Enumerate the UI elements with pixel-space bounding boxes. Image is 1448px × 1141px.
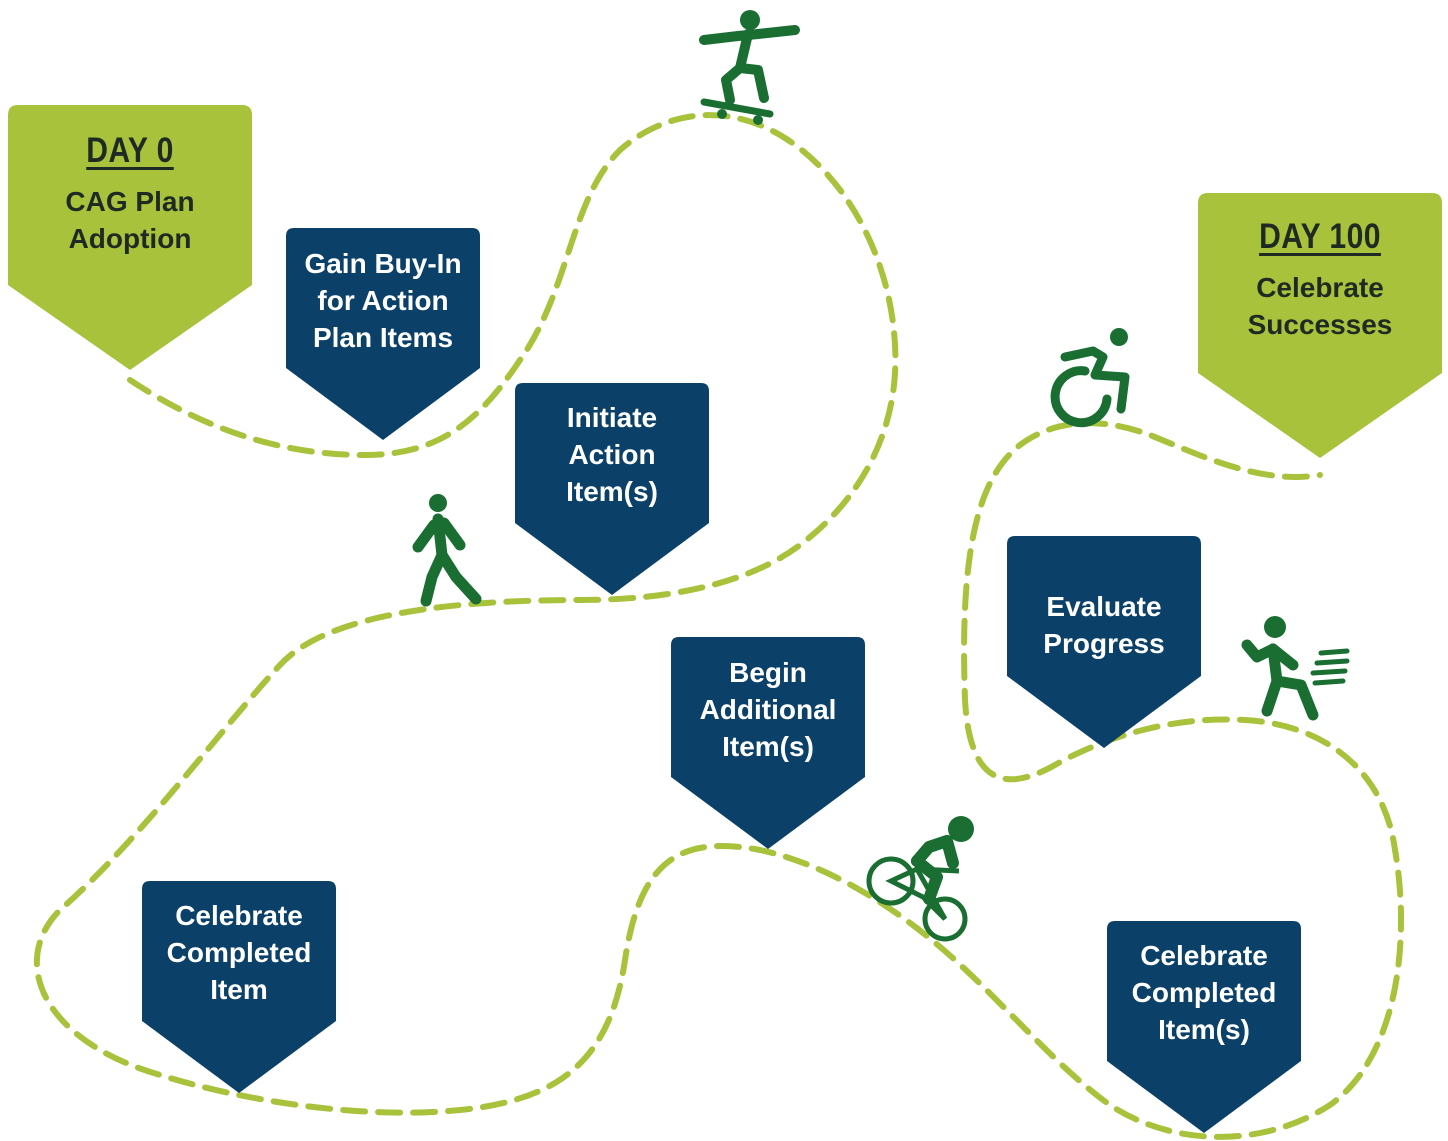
- step-begin-additional-shape: [671, 637, 865, 849]
- step-evaluate-line1: Evaluate: [1046, 591, 1162, 622]
- step-initiate-line2: Action: [568, 439, 656, 470]
- day100-marker-shape: [1198, 193, 1442, 458]
- step-celebrate-item-line1: Celebrate: [175, 900, 303, 931]
- step-gain-buy-in-line3: Plan Items: [312, 322, 454, 353]
- step-initiate-action-shape: [515, 383, 709, 595]
- step-celebrate-items-line1: Celebrate: [1140, 940, 1268, 971]
- step-celebrate-items-line3: Item(s): [1158, 1014, 1250, 1045]
- step-celebrate-item: Celebrate Completed Item: [142, 881, 336, 1093]
- walker-icon: [408, 493, 486, 608]
- step-evaluate-line2: Progress: [1043, 628, 1165, 659]
- wheelchair-user-icon: [1050, 327, 1135, 428]
- day0-label-line1: CAG Plan: [65, 186, 195, 217]
- step-initiate-action: Initiate Action Item(s): [515, 383, 709, 595]
- step-celebrate-items-shape: [1107, 921, 1301, 1133]
- step-initiate-line3: Item(s): [566, 476, 658, 507]
- skateboarder-icon: [699, 10, 800, 125]
- day0-marker-shape: [8, 105, 252, 370]
- day0-marker: DAY 0 CAG Plan Adoption: [8, 105, 252, 370]
- step-gain-buy-in: Gain Buy-In for Action Plan Items: [286, 228, 480, 440]
- day100-label-line2: Successes: [1247, 309, 1393, 340]
- step-gain-buy-in-shape: [286, 228, 480, 440]
- step-begin-line3: Item(s): [722, 731, 814, 762]
- step-begin-line2: Additional: [699, 694, 837, 725]
- step-initiate-line1: Initiate: [566, 402, 658, 433]
- day100-label-line1: Celebrate: [1256, 272, 1384, 303]
- step-evaluate-progress-shape: [1007, 536, 1201, 748]
- step-celebrate-items-line2: Completed: [1131, 977, 1277, 1008]
- step-gain-buy-in-line1: Gain Buy-In: [304, 248, 462, 279]
- cyclist-icon: [865, 815, 985, 945]
- step-celebrate-item-shape: [142, 881, 336, 1093]
- day0-label-line2: Adoption: [68, 223, 192, 254]
- step-celebrate-item-line3: Item: [210, 974, 268, 1005]
- step-evaluate-progress: Evaluate Progress: [1007, 536, 1201, 748]
- step-begin-additional: Begin Additional Item(s): [671, 637, 865, 849]
- runner-icon: [1241, 615, 1351, 725]
- step-celebrate-item-line2: Completed: [166, 937, 312, 968]
- day100-heading: DAY 100: [1259, 217, 1381, 256]
- step-celebrate-items: Celebrate Completed Item(s): [1107, 921, 1301, 1133]
- step-begin-line1: Begin: [729, 657, 807, 688]
- day100-marker: DAY 100 Celebrate Successes: [1198, 193, 1442, 458]
- step-gain-buy-in-line2: for Action: [317, 285, 449, 316]
- day0-heading: DAY 0: [86, 131, 174, 170]
